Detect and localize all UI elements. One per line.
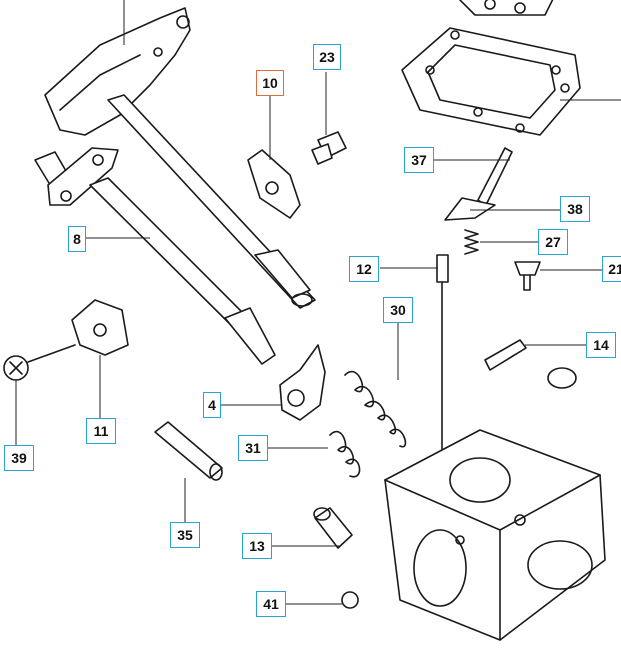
spring-31	[329, 431, 361, 478]
throttle-bracket	[44, 7, 191, 136]
screw-21	[514, 261, 541, 291]
callout-41: 41	[256, 591, 286, 617]
plug-41	[341, 591, 359, 609]
callout-4: 4	[203, 392, 221, 418]
cap-14b	[547, 367, 577, 389]
callout-10: 10	[256, 70, 284, 96]
callout-14: 14	[586, 332, 616, 358]
shaft-upper	[107, 94, 316, 309]
arm-38	[444, 197, 496, 221]
pin-35	[154, 421, 223, 481]
callout-13: 13	[242, 533, 272, 559]
callout-31: 31	[238, 435, 268, 461]
shaft-8	[34, 147, 276, 365]
lever-4	[279, 344, 326, 421]
callout-38: 38	[560, 196, 590, 222]
callout-23: 23	[313, 44, 341, 70]
screw-23	[311, 131, 347, 165]
gasket-main	[401, 27, 581, 136]
needle-12	[436, 254, 449, 471]
callout-35: 35	[170, 522, 200, 548]
callout-27: 27	[538, 229, 568, 255]
callout-12: 12	[349, 256, 379, 282]
callout-21: 21	[602, 256, 621, 282]
gasket-top	[458, 0, 554, 16]
spring-27	[464, 229, 479, 255]
callout-37: 37	[404, 147, 434, 173]
carburetor-body	[384, 429, 606, 641]
screw-39	[3, 344, 76, 381]
callout-30: 30	[383, 297, 413, 323]
plug-13	[313, 507, 353, 549]
callout-11: 11	[86, 418, 116, 444]
leader-lines	[15, 0, 621, 605]
pin-14	[484, 339, 527, 371]
plate-10	[247, 149, 301, 219]
spring-30	[344, 371, 407, 448]
callout-8: 8	[68, 226, 86, 252]
callout-39: 39	[4, 445, 34, 471]
needle-37	[477, 147, 513, 206]
plate-11	[71, 299, 129, 356]
